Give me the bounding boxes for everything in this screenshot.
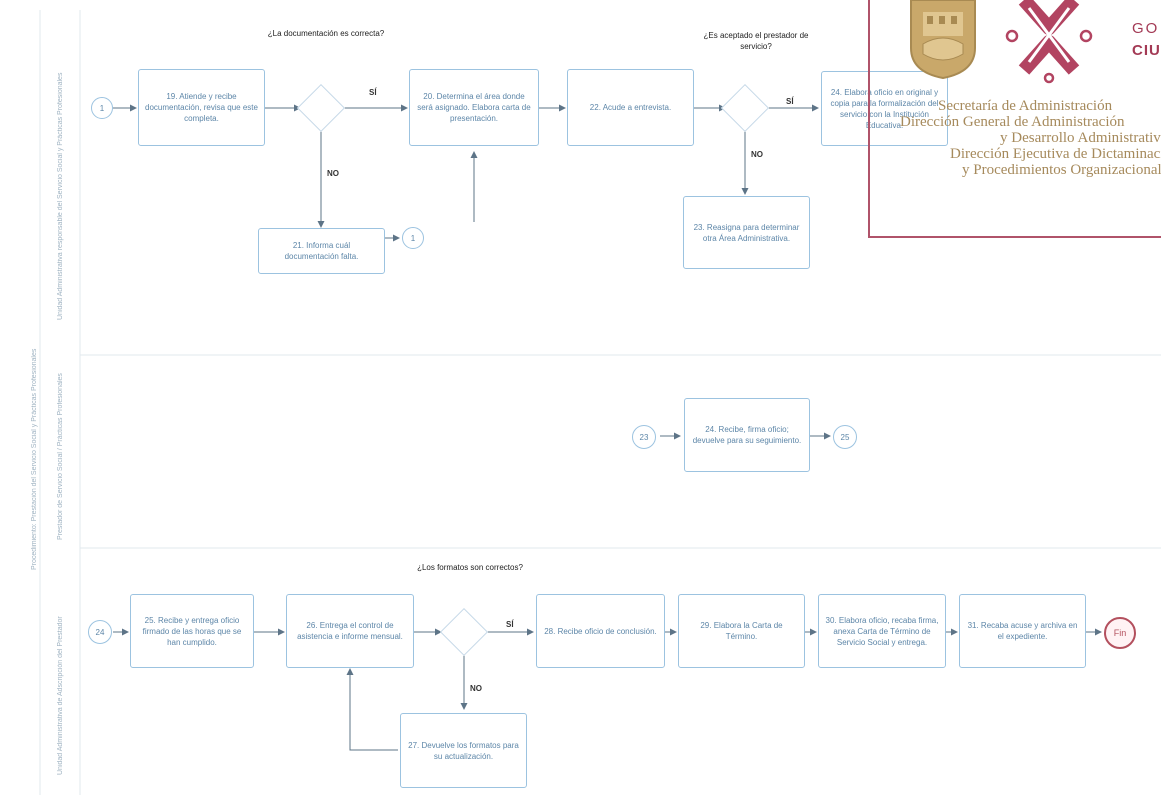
decision-1-yes-label: SÍ	[369, 88, 377, 97]
task-27[interactable]: 27. Devuelve los formatos para su actual…	[400, 713, 527, 788]
stamp-line-2: Dirección General de Administración	[900, 114, 1125, 130]
task-26[interactable]: 26. Entrega el control de asistencia e i…	[286, 594, 414, 668]
decision-2-yes-label: SÍ	[786, 97, 794, 106]
city-coat-of-arms-icon	[910, 0, 976, 80]
task-22[interactable]: 22. Acude a entrevista.	[567, 69, 694, 146]
decision-1-question: ¿La documentación es correcta?	[267, 29, 385, 38]
certification-stamp-frame	[868, 0, 1161, 238]
government-wordmark-top: GO	[1132, 20, 1160, 37]
decision-1-no-label: NO	[327, 169, 339, 178]
decision-2-question: ¿Es aceptado el prestador de servicio?	[703, 31, 809, 51]
task-30[interactable]: 30. Elabora oficio, recaba firma, anexa …	[818, 594, 946, 668]
lane-label-2: Prestador de Servicio Social / Prácticas…	[57, 373, 64, 540]
task-24-oficio[interactable]: 24. Elabora oficio en original y copia p…	[821, 71, 948, 146]
decision-3-yes-label: SÍ	[506, 620, 514, 629]
task-24-recibe[interactable]: 24. Recibe, firma oficio; devuelve para …	[684, 398, 810, 472]
decision-3-question: ¿Los formatos son correctos?	[417, 563, 523, 572]
stamp-line-4: Dirección Ejecutiva de Dictaminación	[950, 146, 1161, 162]
decision-3-no-label: NO	[470, 684, 482, 693]
government-wordmark-bottom: CIU	[1132, 42, 1161, 59]
lane2-out-connector: 25	[833, 425, 857, 449]
pool-label: Procedimiento: Prestación del Servicio S…	[31, 348, 38, 570]
task-28[interactable]: 28. Recibe oficio de conclusión.	[536, 594, 665, 668]
stamp-text-block: Secretaría de Administración Dirección G…	[900, 98, 1161, 178]
cdmx-government-logo-icon	[1005, 0, 1093, 84]
stamp-line-5: y Procedimientos Organizacionales	[962, 162, 1161, 178]
task-20[interactable]: 20. Determina el área donde será asignad…	[409, 69, 539, 146]
stamp-line-1: Secretaría de Administración	[938, 98, 1113, 114]
lane-label-3: Unidad Administrativa de Adscripción del…	[57, 616, 64, 775]
task-31[interactable]: 31. Recaba acuse y archiva en el expedie…	[959, 594, 1086, 668]
task-23[interactable]: 23. Reasigna para determinar otra Área A…	[683, 196, 810, 269]
task-25[interactable]: 25. Recibe y entrega oficio firmado de l…	[130, 594, 254, 668]
lane-label-1: Unidad Administrativa responsable del Se…	[57, 72, 64, 320]
end-event: Fin	[1104, 617, 1136, 649]
decision-2-no-label: NO	[751, 150, 763, 159]
stamp-line-3: y Desarrollo Administrativo	[1000, 130, 1161, 146]
task-29[interactable]: 29. Elabora la Carta de Término.	[678, 594, 805, 668]
lane3-start-connector: 24	[88, 620, 112, 644]
task-21[interactable]: 21. Informa cuál documentación falta.	[258, 228, 385, 274]
lane2-in-connector: 23	[632, 425, 656, 449]
connector-21: 1	[402, 227, 424, 249]
task-19[interactable]: 19. Atiende y recibe documentación, revi…	[138, 69, 265, 146]
start-connector-1: 1	[91, 97, 113, 119]
